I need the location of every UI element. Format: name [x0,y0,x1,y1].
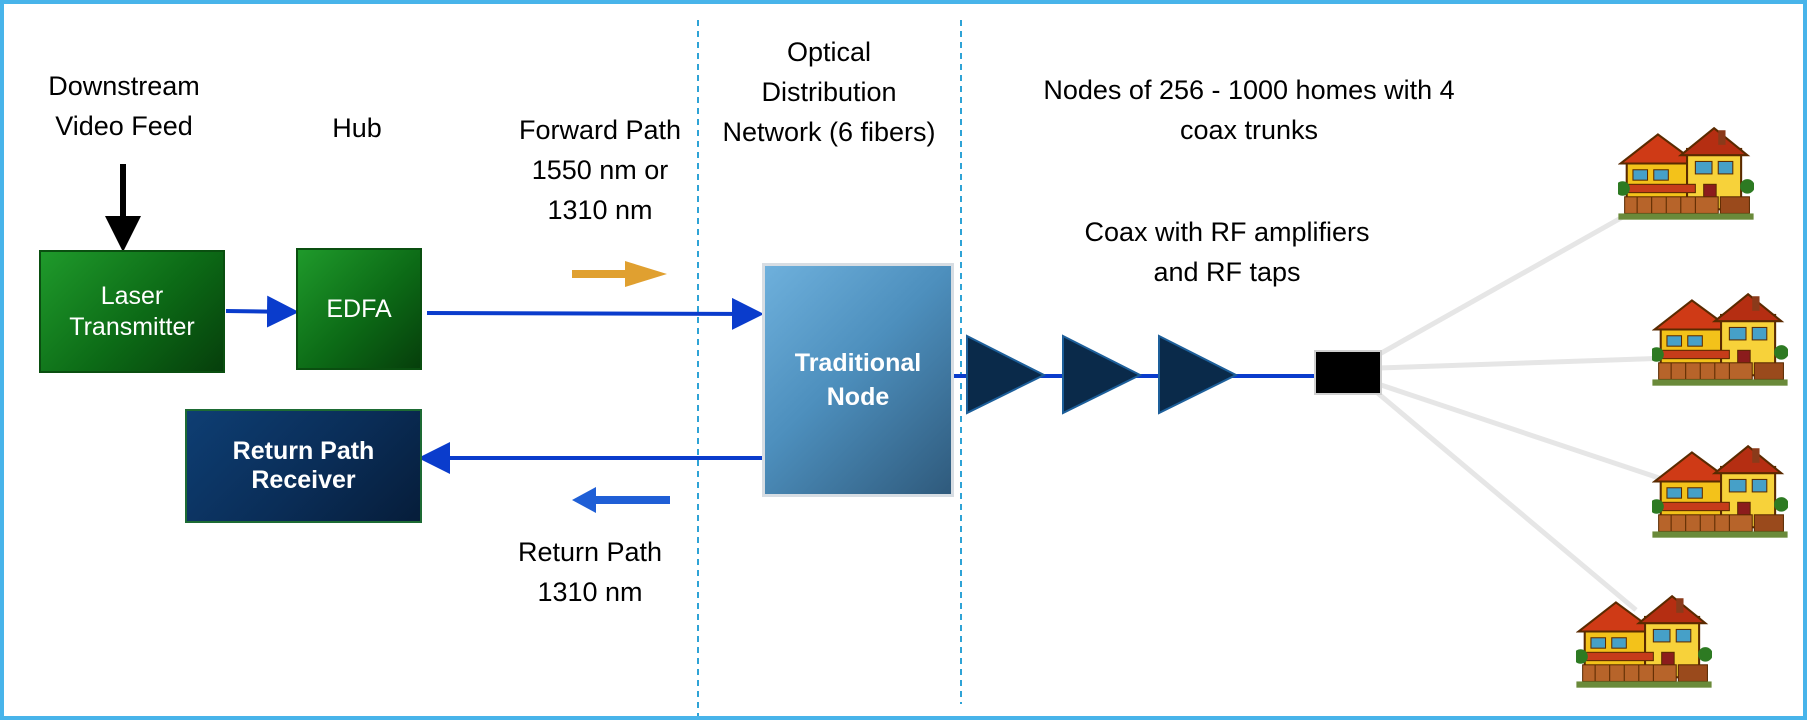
receiver-label-line2: Receiver [251,466,356,494]
node-label-line2: Node [826,383,890,411]
edfa-block: EDFA [296,248,422,370]
nodes-description: Nodes of 256 - 1000 homes with 4 coax tr… [1043,75,1455,145]
house-icon [1652,293,1788,387]
odn-label: Optical Distribution Network (6 fibers) [722,37,936,147]
amplifier-icon [1062,334,1143,415]
laser-to-edfa-line [225,295,299,328]
amplifier-icon [1158,334,1239,415]
house-icon [1618,127,1754,221]
downstream-feed-label: Downstream Video Feed [48,71,200,141]
traditional-node-block: Traditional Node [762,263,954,497]
return-direction-arrow [572,487,670,513]
return-path-receiver-block: Return Path Receiver [185,409,422,523]
coax-description: Coax with RF amplifiers and RF taps [1084,217,1370,287]
drop-line [1377,381,1669,484]
edfa-to-node-line [426,297,764,330]
laser-transmitter-label-line2: Transmitter [69,312,195,341]
edfa-label: EDFA [326,294,392,323]
house-icon [1652,445,1788,539]
return-path-label: Return Path 1310 nm [517,537,663,607]
hub-label: Hub [332,113,382,143]
amplifier-icon [966,334,1047,415]
drop-line [1372,388,1638,612]
drop-line [1374,202,1646,359]
forward-path-label: Forward Path 1550 nm or 1310 nm [518,115,682,225]
laser-transmitter-label-line1: Laser [100,281,164,310]
diagram-graphics [105,20,1788,716]
rf-tap-icon [1314,350,1382,395]
house-icon [1576,595,1712,689]
forward-direction-arrow [572,261,667,287]
laser-transmitter-block: Laser Transmitter [39,250,225,373]
drop-line [1377,355,1671,371]
receiver-label-line1: Return Path [232,437,375,465]
node-label-line1: Traditional [794,349,922,377]
